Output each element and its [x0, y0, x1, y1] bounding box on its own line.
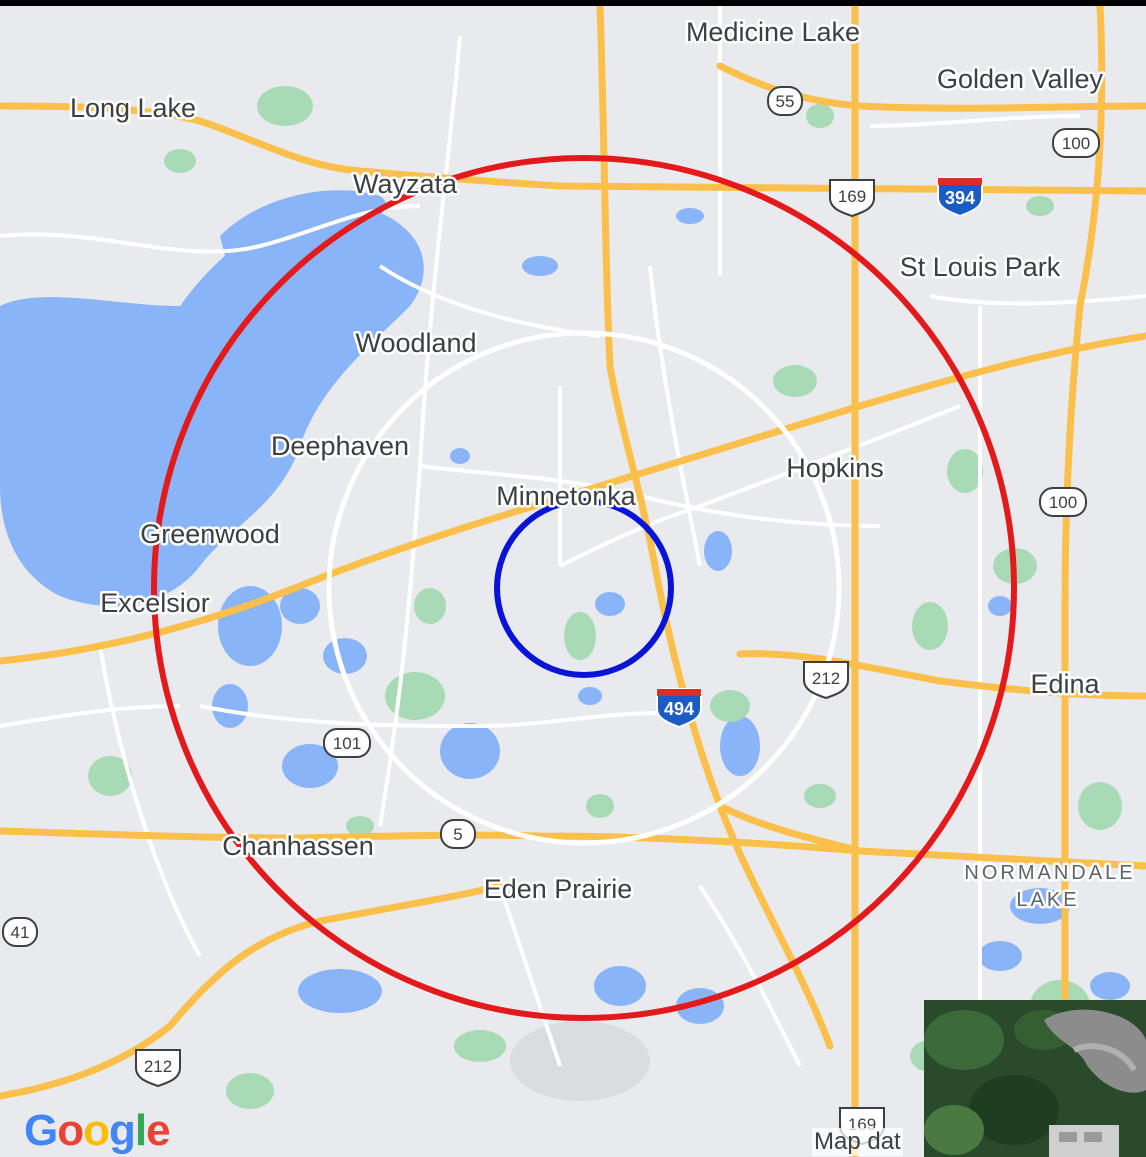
state-route-shield-icon: 41	[2, 917, 38, 947]
place-label: Eden Prairie	[484, 874, 633, 904]
route-number: 100	[1062, 134, 1090, 153]
us-route-shield-icon: 169	[829, 179, 875, 218]
route-number: 212	[812, 669, 840, 688]
map-attribution[interactable]: Map dat	[812, 1128, 903, 1156]
place-label: Edina	[1030, 669, 1100, 699]
place-label: Deephaven	[271, 431, 409, 461]
area-label: NORMANDALE	[964, 862, 1135, 884]
highways	[0, 6, 1146, 1157]
place-label: Greenwood	[140, 519, 280, 549]
place-label: Chanhassen	[222, 831, 374, 861]
place-label: Excelsior	[100, 588, 210, 618]
route-number: 5	[453, 825, 462, 844]
place-label: Long Lake	[70, 93, 196, 123]
inner-radius-circle	[494, 498, 674, 678]
state-route-shield-icon: 100	[1039, 487, 1087, 517]
place-label: Golden Valley	[937, 64, 1104, 94]
place-label: Minnetonka	[496, 481, 637, 511]
interstate-route-shield-icon: 394	[937, 177, 983, 218]
satellite-thumbnail-icon	[924, 1000, 1146, 1157]
us-route-shield-icon: 212	[803, 661, 849, 700]
place-label: Medicine Lake	[686, 17, 860, 47]
route-number: 41	[11, 923, 30, 942]
radius-circles	[151, 155, 1017, 1021]
airport-area	[510, 1021, 650, 1101]
route-number: 169	[838, 187, 866, 206]
local-roads	[0, 6, 1146, 1157]
water-layer	[0, 190, 1130, 1024]
state-route-shield-icon: 5	[440, 819, 476, 849]
middle-radius-circle	[326, 330, 842, 846]
state-route-shield-icon: 55	[767, 86, 803, 116]
us-route-shield-icon: 212	[135, 1049, 181, 1088]
route-number: 100	[1049, 493, 1077, 512]
state-route-shield-icon: 100	[1052, 128, 1100, 158]
route-number: 101	[333, 734, 361, 753]
route-number: 394	[945, 188, 975, 208]
place-label: Woodland	[355, 328, 476, 358]
google-logo: Google	[24, 1106, 171, 1155]
area-label: LAKE	[1016, 889, 1079, 911]
state-route-shield-icon: 101	[323, 728, 371, 758]
route-number: 55	[776, 92, 795, 111]
place-label: St Louis Park	[900, 252, 1061, 282]
satellite-layer-toggle[interactable]	[924, 1000, 1146, 1157]
outer-radius-circle	[151, 155, 1017, 1021]
interstate-route-shield-icon: 494	[656, 688, 702, 729]
route-number: 212	[144, 1057, 172, 1076]
place-label: Wayzata	[353, 169, 458, 199]
place-label: Hopkins	[786, 453, 884, 483]
route-number: 494	[664, 699, 694, 719]
